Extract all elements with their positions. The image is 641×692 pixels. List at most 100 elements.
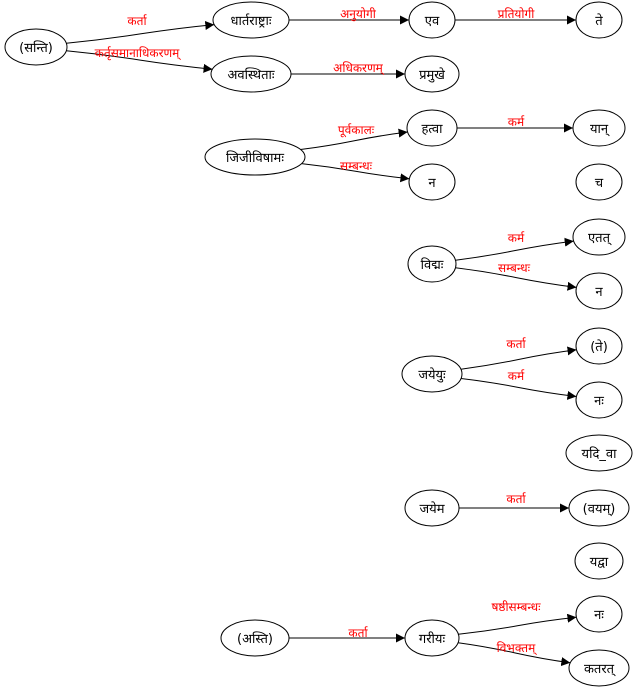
edge-label-vidmah-na2: सम्बन्धः xyxy=(498,261,531,275)
node-vayam: (वयम्) xyxy=(568,489,630,527)
edge-label-vidmah-etat: कर्म xyxy=(508,231,525,245)
node-label-avasthitah: अवस्थिताः xyxy=(227,67,274,83)
edge-label-jijivishamah-hatva: पूर्वकालः xyxy=(338,123,375,138)
node-ellipse-katarat xyxy=(568,649,630,687)
node-pramukhe: प्रमुखे xyxy=(404,55,460,93)
node-label-na2: न xyxy=(595,285,603,300)
node-label-santi: (सन्ति) xyxy=(19,40,53,56)
node-yadva: यद्वा xyxy=(574,542,624,580)
node-na1: न xyxy=(408,163,456,201)
node-label-yadi_va: यदि_वा xyxy=(582,446,618,462)
node-label-te2: (ते) xyxy=(590,339,608,355)
edge-label-hatva-yan: कर्म xyxy=(508,115,525,129)
edge-santi-avasthitah xyxy=(66,50,213,73)
edge-label-avasthitah-pramukhe: अधिकरणम् xyxy=(333,61,385,76)
node-label-yan: यान् xyxy=(590,122,610,137)
node-label-jayema: जयेम xyxy=(420,501,445,517)
node-ellipse-yan xyxy=(572,109,626,147)
node-te1: ते xyxy=(575,1,623,39)
node-ellipse-nah1 xyxy=(575,381,623,419)
edge-label-jayema-vayam: कर्ता xyxy=(506,492,526,506)
node-cha: च xyxy=(575,163,623,201)
node-nah1: नः xyxy=(575,381,623,419)
node-jijivishamah: जिजीविषामः xyxy=(204,138,306,176)
edge-label-jayeyuh-te2: कर्ता xyxy=(506,337,526,351)
edge-santi-dhartarashtrah xyxy=(66,20,215,44)
edge-label-jayeyuh-nah1: कर्म xyxy=(508,369,525,383)
node-label-vayam: (वयम्) xyxy=(583,502,616,517)
node-ellipse-na2 xyxy=(575,272,623,310)
edge-jijivishamah-na1 xyxy=(301,163,410,183)
edge-label-asti-gariyah: कर्ता xyxy=(348,626,368,640)
node-ellipse-hatva xyxy=(406,109,458,147)
node-ellipse-te2 xyxy=(575,327,623,365)
node-eva: एव xyxy=(408,1,456,39)
node-label-nah1: नः xyxy=(594,394,604,409)
edge-label-gariyah-katarat: विभक्तम् xyxy=(497,641,538,656)
edge-label-santi-dhartarashtrah: कर्ता xyxy=(127,14,147,28)
node-label-hatva: हत्वा xyxy=(422,122,444,137)
node-gariyah: गरीयः xyxy=(404,619,460,657)
node-ellipse-etat xyxy=(572,218,626,256)
node-ellipse-na1 xyxy=(408,163,456,201)
node-ellipse-vayam xyxy=(568,489,630,527)
node-dhartarashtrah: धार्तराष्ट्राः xyxy=(212,1,290,39)
node-yan: यान् xyxy=(572,109,626,147)
node-label-asti: (अस्ति) xyxy=(237,631,273,647)
edge-gariyah-nah2 xyxy=(458,613,577,635)
node-katarat: कतरत् xyxy=(568,649,630,687)
node-ellipse-santi xyxy=(4,28,68,66)
edge-label-jijivishamah-na1: सम्बन्धः xyxy=(340,159,373,173)
node-label-eva: एव xyxy=(425,14,440,29)
edge-label-santi-avasthitah: कर्तृसमानाधिकरणम् xyxy=(95,46,182,61)
node-ellipse-pramukhe xyxy=(404,55,460,93)
node-label-nah2: नः xyxy=(594,608,604,623)
edge-vidmah-na2 xyxy=(455,267,577,291)
node-label-dhartarashtrah: धार्तराष्ट्राः xyxy=(230,13,271,29)
node-label-cha: च xyxy=(595,176,604,191)
node-ellipse-jayema xyxy=(404,489,460,527)
node-ellipse-jayeyuh xyxy=(401,355,463,393)
edges-layer: कर्ता अनुयोगी प्रतियोगी कर्तृसमानाधिकरणम् अध… xyxy=(66,7,577,667)
node-yadi_va: यदि_वा xyxy=(565,434,633,472)
node-vidmah: विद्मः xyxy=(407,245,457,283)
edge-label-dhartarashtrah-eva: अनुयोगी xyxy=(340,7,377,22)
node-ellipse-dhartarashtrah xyxy=(212,1,290,39)
node-avasthitah: अवस्थिताः xyxy=(210,55,292,93)
node-nah2: नः xyxy=(575,595,623,633)
edge-jijivishamah-hatva xyxy=(300,128,408,150)
node-label-te1: ते xyxy=(595,13,603,29)
node-ellipse-yadva xyxy=(574,542,624,580)
node-ellipse-asti xyxy=(220,619,290,657)
node-label-jayeyuh: जयेयुः xyxy=(418,367,446,383)
node-santi: (सन्ति) xyxy=(4,28,68,66)
node-label-etat: एतत् xyxy=(588,231,612,246)
node-na2: न xyxy=(575,272,623,310)
node-ellipse-vidmah xyxy=(407,245,457,283)
edge-label-eva-te1: प्रतियोगी xyxy=(498,7,536,21)
nodes-layer: (सन्ति) धार्तराष्ट्राः एव ते अवस्थिताः प्रमुख… xyxy=(4,1,633,687)
node-etat: एतत् xyxy=(572,218,626,256)
node-asti: (अस्ति) xyxy=(220,619,290,657)
node-ellipse-jijivishamah xyxy=(204,138,306,176)
node-te2: (ते) xyxy=(575,327,623,365)
node-jayema: जयेम xyxy=(404,489,460,527)
node-label-pramukhe: प्रमुखे xyxy=(419,67,445,83)
edge-label-gariyah-nah2: षष्ठीसम्बन्धः xyxy=(491,600,541,614)
node-label-vidmah: विद्मः xyxy=(421,257,444,273)
node-jayeyuh: जयेयुः xyxy=(401,355,463,393)
node-ellipse-yadi_va xyxy=(565,434,633,472)
edge-jayeyuh-nah1 xyxy=(460,378,577,400)
node-ellipse-gariyah xyxy=(404,619,460,657)
edge-jayeyuh-te2 xyxy=(460,346,577,370)
node-label-yadva: यद्वा xyxy=(590,555,609,570)
node-hatva: हत्वा xyxy=(406,109,458,147)
edge-vidmah-etat xyxy=(455,237,574,261)
node-ellipse-eva xyxy=(408,1,456,39)
node-label-katarat: कतरत् xyxy=(584,662,616,677)
edge-gariyah-katarat xyxy=(458,642,571,667)
node-label-gariyah: गरीयः xyxy=(419,631,446,647)
node-label-jijivishamah: जिजीविषामः xyxy=(226,150,284,166)
node-ellipse-cha xyxy=(575,163,623,201)
